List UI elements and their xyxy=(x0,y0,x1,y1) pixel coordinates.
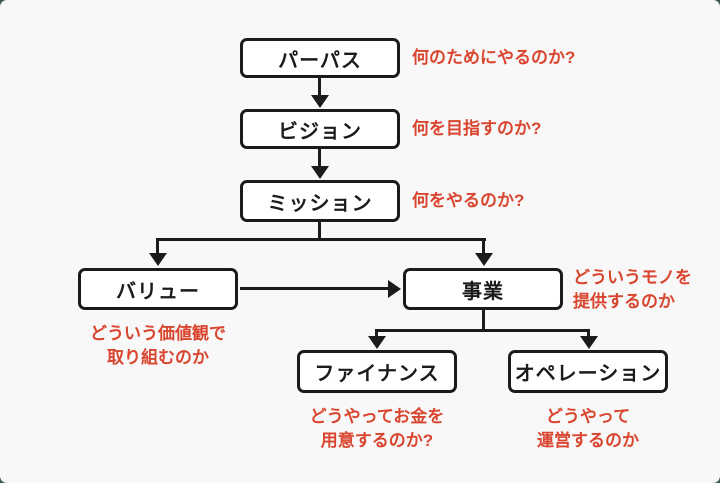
connector-business-to-operation-arrowhead xyxy=(580,336,598,349)
connector-business-branch-hline xyxy=(375,329,590,332)
node-value-label: バリュー xyxy=(116,280,200,303)
annotation-finance-line1: どうやってお金を xyxy=(309,407,445,426)
annotation-finance-line2: 用意するのか? xyxy=(320,431,434,450)
annotation-operation-line2: 運営するのか xyxy=(537,431,639,450)
node-finance: ファイナンス xyxy=(297,350,457,393)
annotation-value: どういう価値観で 取り組むのか xyxy=(58,322,258,370)
annotation-vision: 何を目指すのか? xyxy=(412,119,541,139)
connector-vision-to-mission-arrowhead xyxy=(311,166,329,179)
node-operation: オペレーション xyxy=(508,350,668,393)
annotation-business-line2: 提供するのか xyxy=(573,292,675,311)
node-value: バリュー xyxy=(78,268,238,310)
node-finance-label: ファイナンス xyxy=(314,363,440,385)
annotation-finance: どうやってお金を 用意するのか? xyxy=(277,405,477,453)
connector-business-to-operation-line xyxy=(587,329,590,338)
annotation-mission-line1: 何をやるのか? xyxy=(412,191,525,210)
connector-mission-to-business-arrowhead xyxy=(475,253,493,266)
node-vision: ビジョン xyxy=(240,109,400,149)
node-purpose: パーパス xyxy=(240,38,400,78)
connector-value-to-business-arrowhead xyxy=(388,280,401,298)
connector-value-to-business-line xyxy=(240,287,389,290)
node-business: 事業 xyxy=(403,268,563,310)
annotation-value-line2: 取り組むのか xyxy=(107,348,209,367)
node-purpose-label: パーパス xyxy=(278,49,362,72)
annotation-operation: どうやって 運営するのか xyxy=(488,405,688,453)
connector-vision-to-mission-line xyxy=(318,149,321,168)
connector-business-branch-stem xyxy=(482,310,485,332)
node-mission-label: ミッション xyxy=(267,192,373,215)
connector-mission-to-value-arrowhead xyxy=(149,253,167,266)
connector-business-to-finance-arrowhead xyxy=(368,336,386,349)
connector-purpose-to-vision-arrowhead xyxy=(311,95,329,108)
node-vision-label: ビジョン xyxy=(278,120,362,143)
connector-mission-branch-hline xyxy=(156,238,486,241)
node-mission: ミッション xyxy=(240,180,400,222)
connector-mission-branch-stem xyxy=(318,222,321,241)
annotation-business: どういうモノを 提供するのか xyxy=(573,266,692,314)
annotation-business-line1: どういうモノを xyxy=(573,268,692,287)
connector-business-to-finance-line xyxy=(375,329,378,338)
annotation-purpose-line1: 何のためにやるのか? xyxy=(412,48,576,67)
connector-purpose-to-vision-line xyxy=(318,78,321,97)
node-operation-label: オペレーション xyxy=(514,363,662,385)
annotation-value-line1: どういう価値観で xyxy=(90,324,226,343)
connector-mission-to-business-line xyxy=(482,238,485,254)
annotation-operation-line1: どうやって xyxy=(545,407,631,426)
annotation-vision-line1: 何を目指すのか? xyxy=(412,119,542,138)
node-business-label: 事業 xyxy=(462,280,504,303)
annotation-purpose: 何のためにやるのか? xyxy=(412,48,575,68)
connector-mission-to-value-line xyxy=(156,238,159,254)
annotation-mission: 何をやるのか? xyxy=(412,191,524,211)
